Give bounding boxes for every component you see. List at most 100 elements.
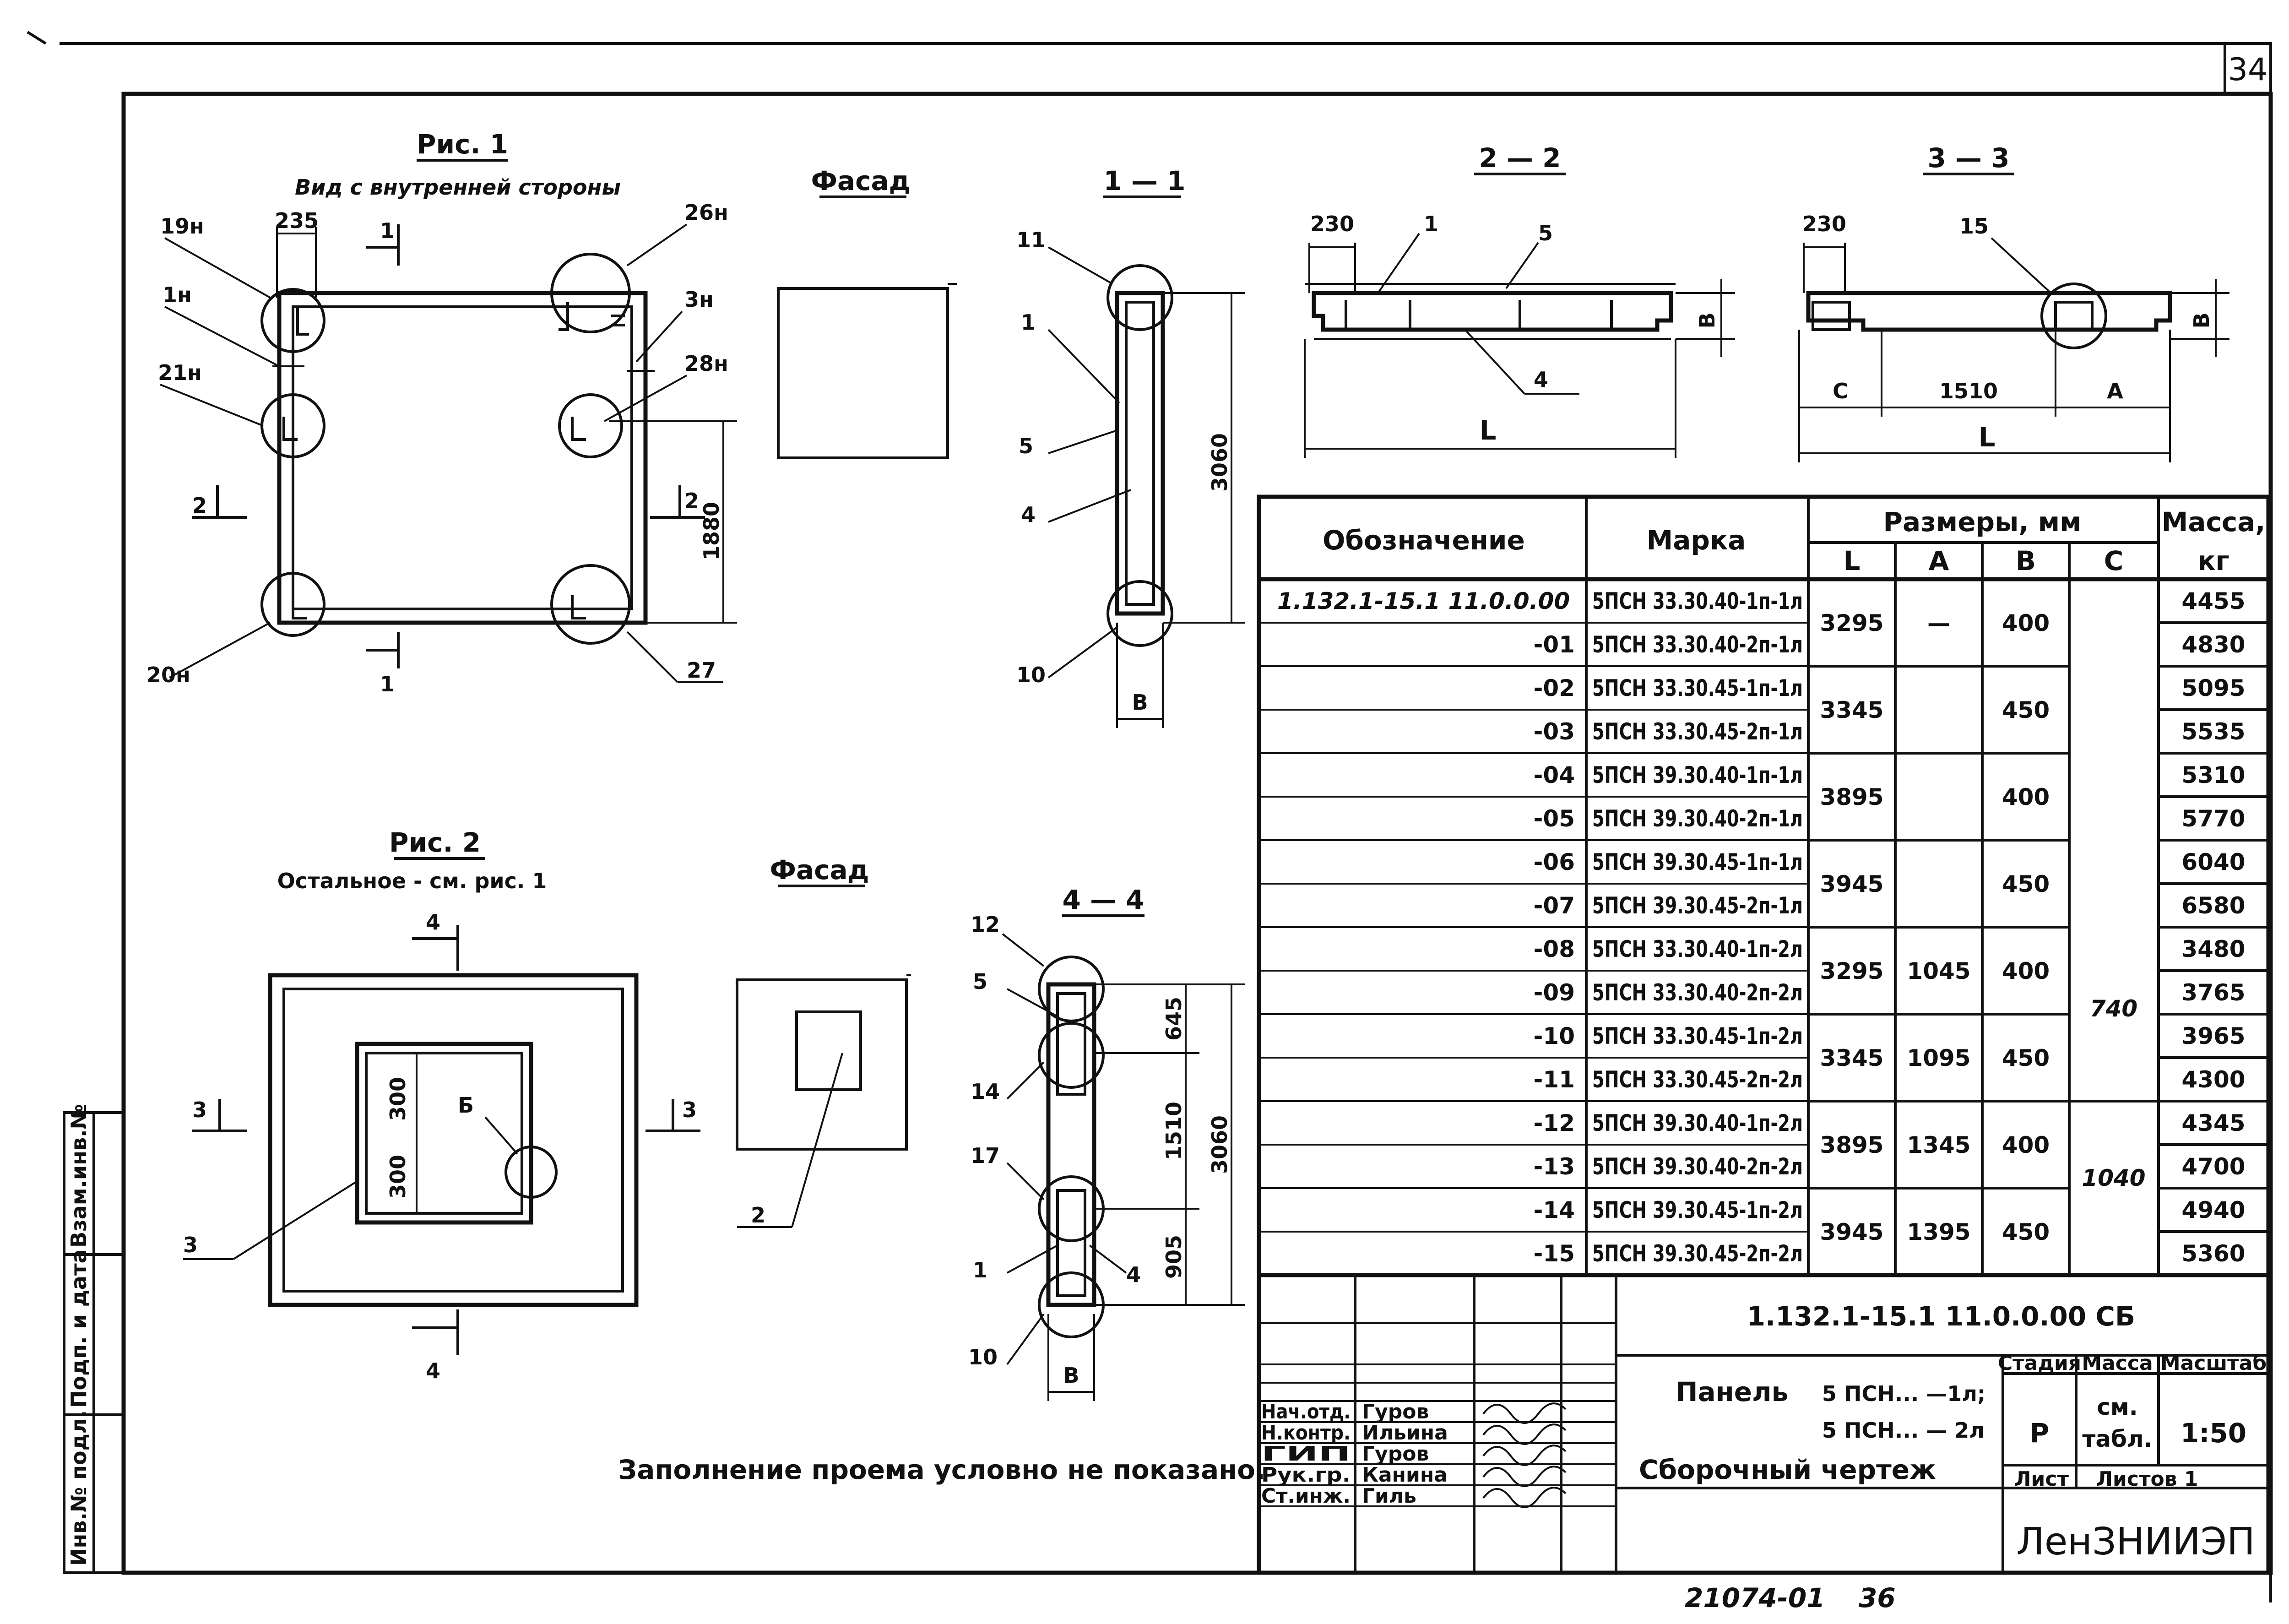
drawing-note: Заполнение проема условно не показано.: [618, 1454, 1265, 1485]
row-designation: -14: [1534, 1197, 1575, 1223]
group-a: 1095: [1907, 1045, 1970, 1071]
group-l: 3345: [1820, 1045, 1883, 1071]
section33-dim-1510: 1510: [1939, 379, 1998, 403]
fig1-title: Рис. 1: [417, 129, 508, 160]
row-mass: 3965: [2181, 1023, 2245, 1049]
title-sheet-label: Лист: [2014, 1467, 2069, 1491]
group-b: 450: [2002, 1045, 2050, 1071]
row-mass: 4345: [2181, 1110, 2245, 1136]
fig1-cut1-bot: 1: [380, 672, 395, 696]
section22-callout-1: 1: [1424, 212, 1438, 236]
group-b: 400: [2002, 784, 2050, 810]
fig2-cut4-top: 4: [426, 910, 440, 934]
row-designation: -09: [1534, 979, 1575, 1006]
fig2-subtitle: Остальное - см. рис. 1: [277, 869, 547, 893]
row-designation: -12: [1534, 1110, 1575, 1136]
row-mark: 5ПСН 33.30.40-1п-1л: [1592, 588, 1803, 614]
row-mark: 5ПСН 39.30.40-2п-2л: [1592, 1153, 1803, 1180]
fig1-subtitle: Вид с внутренней стороны: [295, 175, 621, 200]
group-l: 3895: [1820, 784, 1883, 810]
section11-callout-1: 1: [1021, 310, 1036, 335]
fig1-callout-27: 27: [687, 658, 716, 683]
sheet-frame: 34: [27, 31, 2273, 1575]
c-value-1040: 1040: [2082, 1165, 2145, 1191]
section22-callout-4: 4: [1534, 367, 1548, 392]
title-sheets-label: Листов 1: [2096, 1467, 2198, 1491]
section44-callout-17: 17: [971, 1143, 1000, 1168]
section33-dim-a: А: [2107, 379, 2123, 403]
group-l: 3295: [1820, 610, 1883, 636]
row-mass: 5095: [2181, 675, 2245, 701]
facade2-callout-2: 2: [751, 1203, 765, 1228]
row-mass: 4940: [2181, 1197, 2245, 1223]
row-mark: 5ПСН 33.30.45-1п-2л: [1592, 1023, 1803, 1049]
sheet-number: 34: [2228, 52, 2268, 88]
row-mass: 4830: [2181, 631, 2245, 658]
row-designation: -04: [1534, 762, 1575, 788]
title-name-1: Панель: [1676, 1376, 1788, 1407]
section44-title: 4 — 4: [1062, 884, 1144, 915]
header-designation: Обозначение: [1323, 525, 1525, 556]
section44-callout-14: 14: [971, 1079, 1000, 1104]
staff-name: Гуров: [1362, 1400, 1429, 1423]
staff-role: ГИП: [1261, 1442, 1351, 1466]
stamp-replace: Взам.инв.№: [66, 1104, 91, 1248]
fig1-cut2-left: 2: [192, 493, 207, 518]
c-value-740: 740: [2090, 995, 2137, 1022]
row-designation: -13: [1534, 1153, 1575, 1180]
archive-number: 21074-01: [1685, 1582, 1825, 1613]
row-mark: 5ПСН 33.30.45-1п-1л: [1592, 675, 1803, 701]
section44-dim-3060: 3060: [1207, 1115, 1232, 1174]
archive-page: 36: [1859, 1582, 1896, 1613]
section44-dim-1510: 1510: [1161, 1102, 1186, 1160]
section22-title: 2 — 2: [1479, 142, 1561, 174]
group-l: 3945: [1820, 1219, 1883, 1245]
fig1-callout-20n: 20н: [146, 663, 190, 687]
staff-name: Канина: [1362, 1463, 1448, 1487]
stamp-inv: Инв.№ подл.: [66, 1410, 91, 1566]
section11-callout-5: 5: [1019, 434, 1033, 458]
row-designation: -03: [1534, 718, 1575, 745]
title-stage-h: Стадия: [1998, 1352, 2081, 1375]
fig2-cut3-left: 3: [192, 1097, 207, 1122]
fig2-view: Рис. 2 Остальное - см. рис. 1 4 4 3 3 30…: [183, 827, 700, 1383]
row-mass: 4700: [2181, 1153, 2245, 1180]
section22-dim-230: 230: [1310, 212, 1354, 236]
header-c: С: [2104, 545, 2124, 576]
fig2-cut3-right: 3: [682, 1097, 697, 1122]
header-a: А: [1929, 545, 1949, 576]
group-b: 400: [2002, 1132, 2050, 1158]
section44-callout-5: 5: [973, 969, 987, 994]
row-designation: 1.132.1-15.1 11.0.0.00: [1277, 588, 1570, 614]
group-a: 1345: [1907, 1132, 1970, 1158]
row-designation: -06: [1534, 849, 1575, 875]
facade2-view: Фасад 2: [736, 854, 911, 1228]
title-code: 1.132.1-15.1 11.0.0.00 СБ: [1747, 1301, 2135, 1332]
section11-callout-11: 11: [1016, 228, 1046, 252]
staff-role: Рук.гр.: [1261, 1463, 1351, 1487]
section44-callout-10: 10: [968, 1345, 998, 1369]
staff-name: Ильина: [1362, 1421, 1448, 1445]
title-stage: Р: [2030, 1418, 2050, 1449]
fig2-callout-b: Б: [458, 1093, 474, 1118]
section22-dim-l: L: [1480, 415, 1497, 446]
row-mark: 5ПСН 39.30.45-1п-2л: [1592, 1197, 1803, 1223]
section44-callout-4: 4: [1126, 1262, 1141, 1287]
title-name-3: 5 ПСН... — 2л: [1822, 1418, 1985, 1443]
row-mark: 5ПСН 39.30.40-2п-1л: [1592, 805, 1803, 832]
title-mass-2: табл.: [2082, 1426, 2152, 1452]
group-a: —: [1927, 610, 1950, 636]
section44-callout-12: 12: [971, 912, 1000, 937]
fig1-callout-1n: 1н: [163, 282, 192, 307]
row-mark: 5ПСН 39.30.40-1п-2л: [1592, 1110, 1803, 1136]
row-designation: -10: [1534, 1023, 1575, 1049]
fig1-dim-1880: 1880: [699, 502, 724, 560]
header-b: В: [2016, 545, 2036, 576]
signature-mark: [1482, 1466, 1567, 1487]
section-2-2: 2 — 2 230 L В 1 5 4: [1304, 142, 1735, 458]
row-mass: 3480: [2181, 936, 2245, 962]
row-mark: 5ПСН 33.30.40-2п-2л: [1592, 979, 1803, 1006]
staff-role: Нач.отд.: [1261, 1400, 1351, 1423]
fig1-callout-26n: 26н: [684, 200, 728, 225]
staff-role: Ст.инж.: [1261, 1484, 1351, 1508]
